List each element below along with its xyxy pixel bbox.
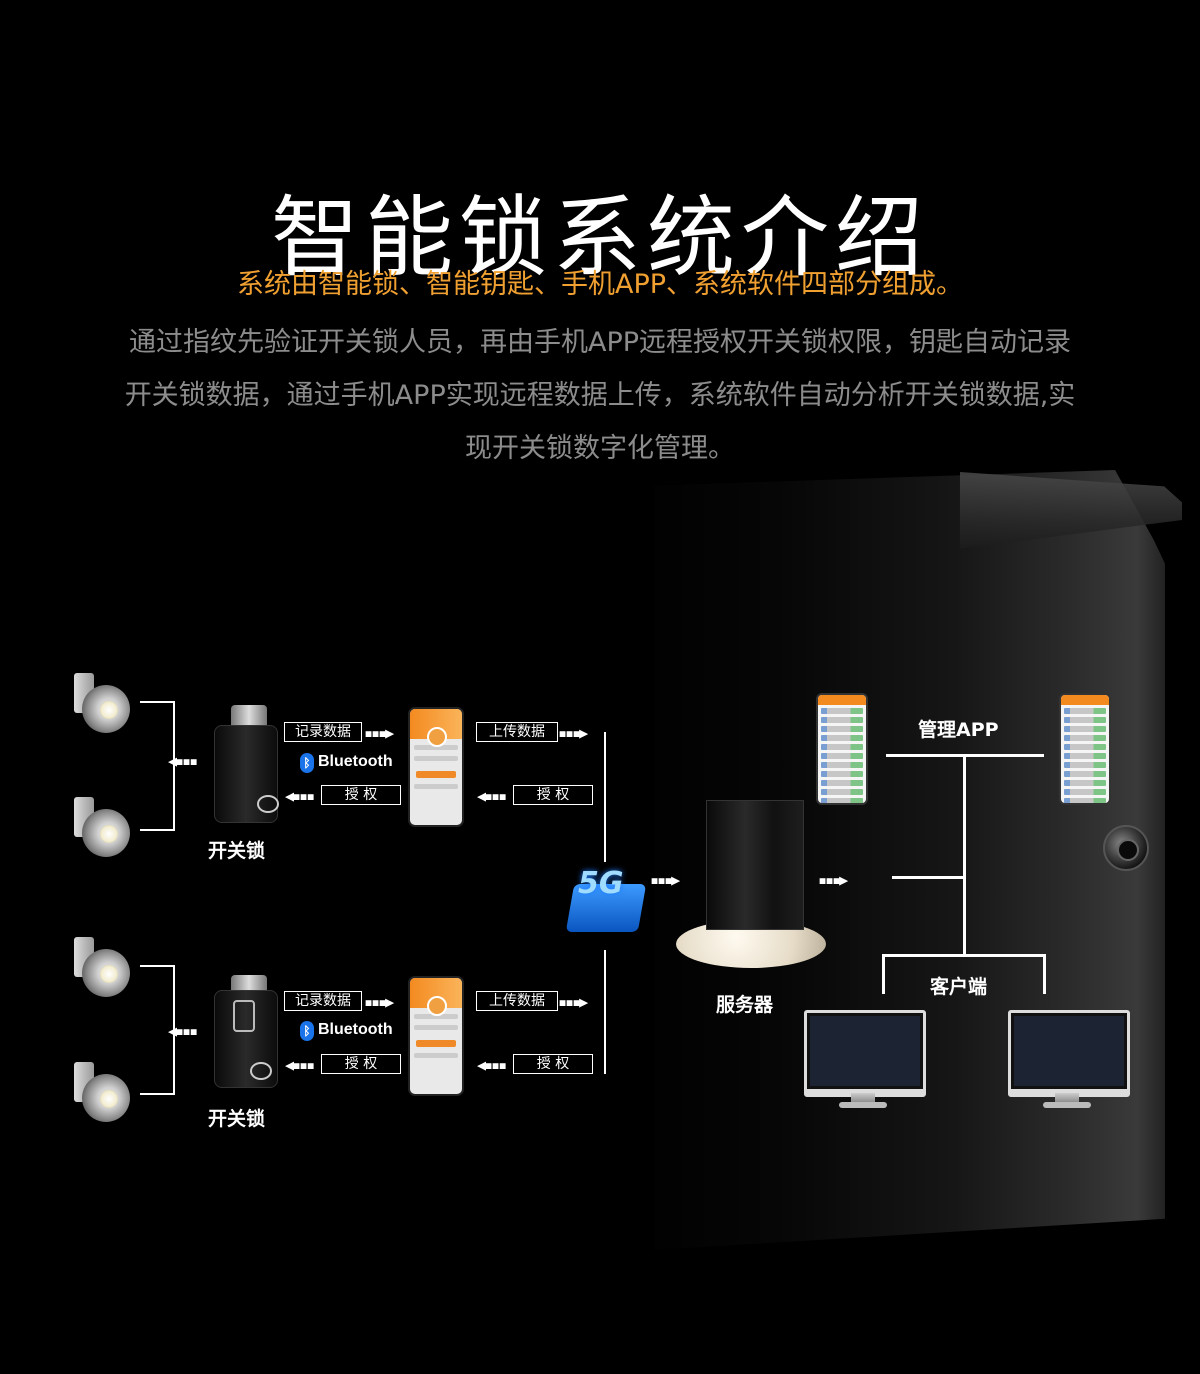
key-ring <box>250 1062 272 1080</box>
arrow-left-icon: ◀▪▪▪ <box>477 1056 507 1074</box>
bluetooth-label: Bluetooth <box>318 1021 393 1038</box>
label-authorize: 授 权 <box>513 1054 593 1074</box>
lock-caption: 开关锁 <box>208 1108 266 1130</box>
connector-bracket <box>140 965 175 1095</box>
arrow-right-icon: ▪▪▪▶ <box>364 724 394 742</box>
arrow-right-icon: ▪▪▪▶ <box>364 993 394 1011</box>
phone-app-icon <box>408 707 464 827</box>
connector-line <box>963 754 966 956</box>
page-subtitle: 系统由智能锁、智能钥匙、手机APP、系统软件四部分组成。 <box>236 269 964 300</box>
label-record-data: 记录数据 <box>284 722 362 742</box>
manage-app-phone-icon <box>816 693 868 805</box>
lock-cylinder-icon <box>74 937 134 997</box>
lock-caption: 开关锁 <box>208 840 266 862</box>
cabinet-door-image <box>654 470 1165 1250</box>
label-authorize: 授 权 <box>321 785 401 805</box>
arrow-left-icon: ◀▪▪▪ <box>285 787 315 805</box>
bluetooth-icon: ᛒ <box>300 753 314 773</box>
page-title: 智能锁系统介绍 <box>270 185 929 289</box>
description: 通过指纹先验证开关锁人员，再由手机APP远程授权开关锁权限，钥匙自动记录 开关锁… <box>78 316 1122 475</box>
label-upload-data: 上传数据 <box>476 722 558 742</box>
connector-bracket <box>140 701 175 831</box>
bluetooth-icon: ᛒ <box>300 1021 314 1041</box>
arrow-left-icon: ◀▪▪▪ <box>477 787 507 805</box>
client-monitor-icon <box>804 1010 926 1108</box>
connector-line <box>604 732 606 862</box>
fingerprint-sensor-icon <box>233 1000 255 1032</box>
lock-cylinder-icon <box>74 673 134 733</box>
server-icon <box>706 800 804 930</box>
arrow-left-icon: ◀▪▪▪ <box>168 1022 198 1040</box>
label-authorize: 授 权 <box>321 1054 401 1074</box>
description-line: 现开关锁数字化管理。 <box>465 433 735 464</box>
server-caption: 服务器 <box>716 994 774 1016</box>
description-line: 通过指纹先验证开关锁人员，再由手机APP远程授权开关锁权限，钥匙自动记录 <box>128 327 1072 358</box>
lock-cylinder-icon <box>74 797 134 857</box>
connector-line <box>604 950 606 1074</box>
lock-cylinder-icon <box>74 1062 134 1122</box>
bluetooth-label: Bluetooth <box>318 753 393 770</box>
connector-line <box>892 876 964 879</box>
arrow-left-icon: ◀▪▪▪ <box>168 752 198 770</box>
connector-line <box>882 954 885 994</box>
arrow-right-icon: ▪▪▪▶ <box>818 871 848 889</box>
cabinet-lock-icon <box>1103 825 1149 871</box>
arrow-left-icon: ◀▪▪▪ <box>285 1056 315 1074</box>
manage-app-caption: 管理APP <box>918 719 999 741</box>
arrow-right-icon: ▪▪▪▶ <box>558 724 588 742</box>
description-line: 开关锁数据，通过手机APP实现远程数据上传，系统软件自动分析开关锁数据,实 <box>124 380 1076 411</box>
connector-line <box>882 954 1046 957</box>
arrow-right-icon: ▪▪▪▶ <box>650 871 680 889</box>
arrow-right-icon: ▪▪▪▶ <box>558 993 588 1011</box>
manage-app-phone-icon <box>1059 693 1111 805</box>
5g-label: 5G <box>578 866 624 901</box>
label-upload-data: 上传数据 <box>476 991 558 1011</box>
label-record-data: 记录数据 <box>284 991 362 1011</box>
client-caption: 客户端 <box>930 976 988 998</box>
key-ring <box>257 795 279 813</box>
phone-app-icon <box>408 976 464 1096</box>
client-monitor-icon <box>1008 1010 1130 1108</box>
connector-line <box>1043 954 1046 994</box>
label-authorize: 授 权 <box>513 785 593 805</box>
